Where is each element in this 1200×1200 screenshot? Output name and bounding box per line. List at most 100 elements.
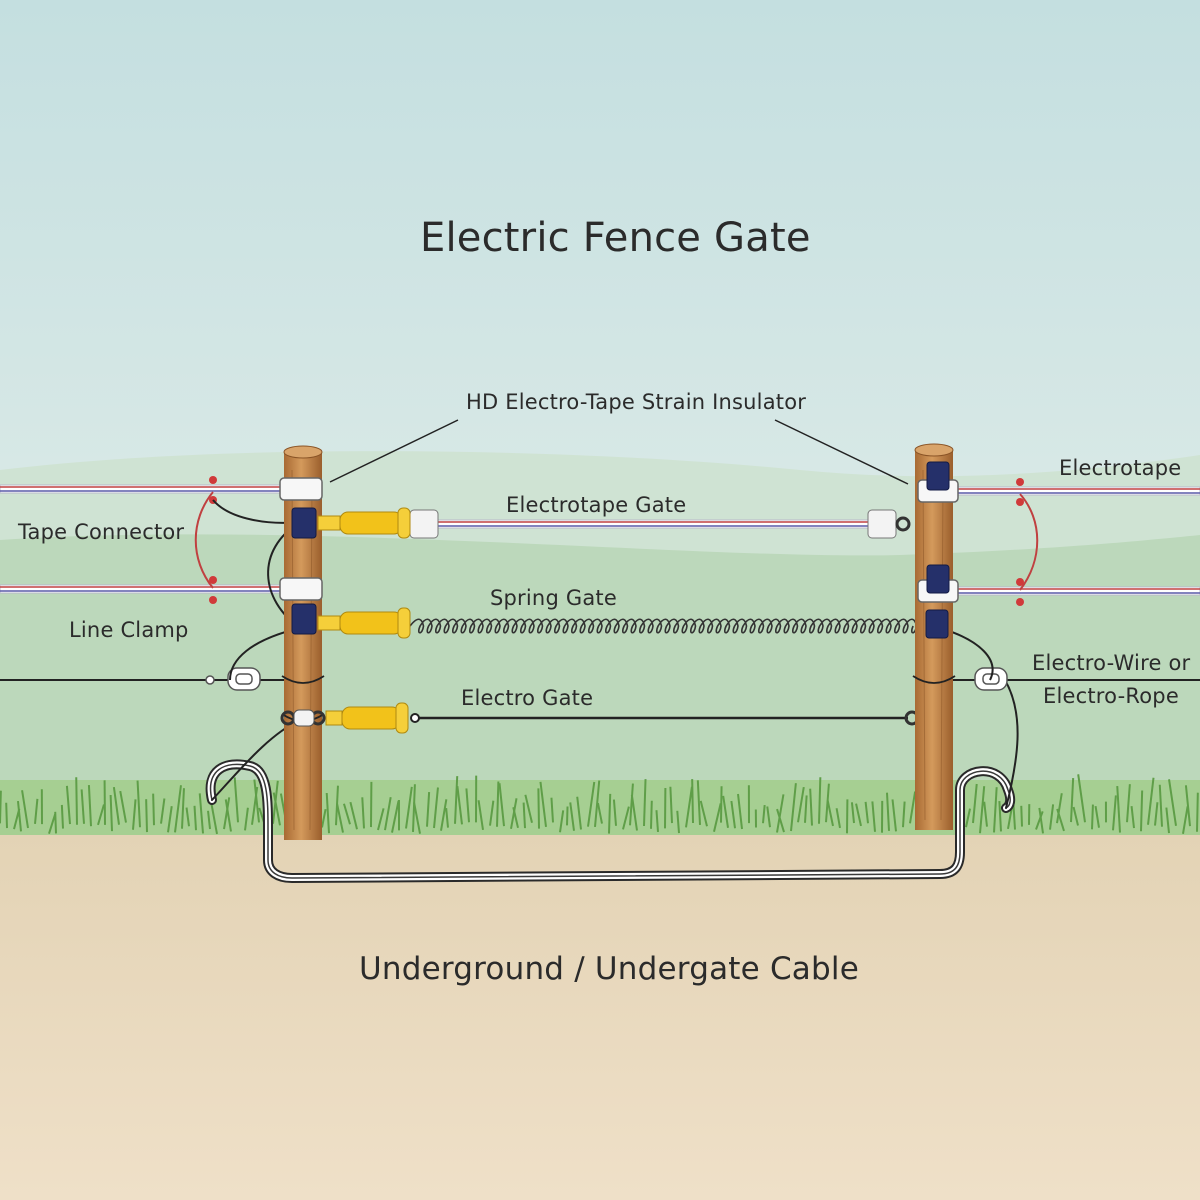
grass-blade [1196, 792, 1199, 832]
grass-blade [737, 793, 743, 830]
grass-blade [1020, 805, 1023, 827]
label-line-clamp: Line Clamp [69, 618, 189, 642]
electrotape-gate [409, 509, 911, 539]
grass-blade [776, 794, 785, 833]
tape-gate-clamp-left [409, 509, 439, 539]
grass-blade [253, 779, 260, 823]
label-electrotape-gate: Electrotape Gate [506, 493, 687, 517]
grass-blade [809, 788, 813, 826]
grass-blade [886, 792, 890, 831]
grass-blade [524, 794, 533, 823]
handle-electrotape-gate [317, 507, 411, 539]
gate-handles [317, 507, 411, 734]
grass-blade [1056, 808, 1065, 832]
grass-blade [60, 804, 64, 829]
tape-mid-left [0, 584, 291, 594]
grass-blade [1147, 777, 1155, 825]
grass-blade [136, 780, 141, 828]
grass-blade [465, 788, 470, 823]
grass-blade [75, 777, 78, 825]
grass-blade [65, 785, 71, 825]
grass-blade [1056, 793, 1063, 824]
grass-blade [676, 810, 680, 834]
grass-blade [696, 780, 701, 826]
grass-blade [622, 806, 630, 830]
grass-blade [826, 800, 834, 827]
grass-blade [16, 800, 22, 832]
grass-blade [871, 801, 876, 832]
grass-blade [210, 802, 218, 835]
grass-blade [433, 787, 439, 829]
grass-blade [477, 800, 484, 831]
grass-blade [1072, 806, 1079, 826]
grass-blade [650, 800, 653, 829]
grass-blade [1140, 790, 1144, 832]
label-electro-wire-line2: Electro-Rope [1043, 684, 1179, 708]
handle-spring-gate [317, 607, 411, 639]
grass-blade [835, 808, 841, 829]
tape-mid-right [944, 586, 1200, 596]
diagram-title: Electric Fence Gate [420, 215, 811, 261]
label-strain-insulator: HD Electro-Tape Strain Insulator [466, 390, 807, 414]
grass-blade [566, 806, 569, 826]
grass-blade [776, 808, 785, 833]
grass-blade [440, 799, 448, 831]
grass-blade [864, 801, 869, 824]
label-electrotape: Electrotape [1059, 456, 1182, 480]
grass-blade [349, 801, 358, 830]
grass-blade [224, 799, 232, 832]
grass-blade [251, 786, 259, 825]
label-underground-cable: Underground / Undergate Cable [359, 951, 859, 987]
grass-blade [1158, 784, 1163, 827]
grass-blade [965, 808, 971, 828]
grass-blade [522, 802, 526, 829]
line-clamp-left [227, 667, 261, 691]
grass-blade [643, 779, 647, 827]
grass-blade [804, 795, 808, 823]
label-spring-gate: Spring Gate [490, 586, 617, 610]
tape-top-right [944, 486, 1200, 496]
grass-blade [537, 788, 540, 829]
grass-blade [629, 783, 634, 826]
grass-blade [321, 808, 327, 828]
grass-blade [445, 807, 449, 828]
label-tape-connector: Tape Connector [18, 520, 185, 544]
grass-blade [223, 797, 231, 830]
grass-blade [630, 794, 638, 831]
grass-blade [361, 797, 365, 829]
grass-blade [1130, 806, 1135, 829]
grass-blade [762, 804, 766, 824]
soil [0, 835, 1200, 1200]
grass-blade [818, 777, 822, 824]
grass-blade [496, 781, 500, 827]
grass-blade [181, 788, 185, 829]
grass-blade [512, 807, 519, 829]
grass-blade [1168, 779, 1177, 826]
grass-blade [587, 781, 596, 827]
tape-gate-clamp-right [867, 509, 897, 539]
grass-blade [454, 776, 459, 824]
grass-blade [325, 792, 330, 834]
left-post [283, 445, 323, 840]
grass-blade [97, 804, 105, 826]
grass-blade [539, 781, 547, 827]
grass-blade [850, 802, 855, 824]
grass-blade [207, 810, 211, 830]
grass-blade [498, 783, 505, 827]
grass-blade [132, 799, 137, 830]
spring-gate [409, 618, 918, 634]
grass-blade [972, 783, 978, 824]
grass-blade [998, 801, 1002, 832]
grass-blade [489, 800, 495, 826]
grass-blade [1182, 806, 1189, 834]
grass-blade [1077, 774, 1086, 823]
gate-anchor-insulators [291, 461, 950, 639]
grass-blade [699, 800, 708, 827]
grass-blade [902, 801, 906, 828]
grass-blade [1116, 786, 1121, 833]
grass-blade [608, 793, 612, 834]
grass-blade [730, 800, 736, 829]
grass-blade [1091, 804, 1094, 830]
grass-blade [198, 793, 204, 834]
grass-blade [1112, 795, 1117, 831]
